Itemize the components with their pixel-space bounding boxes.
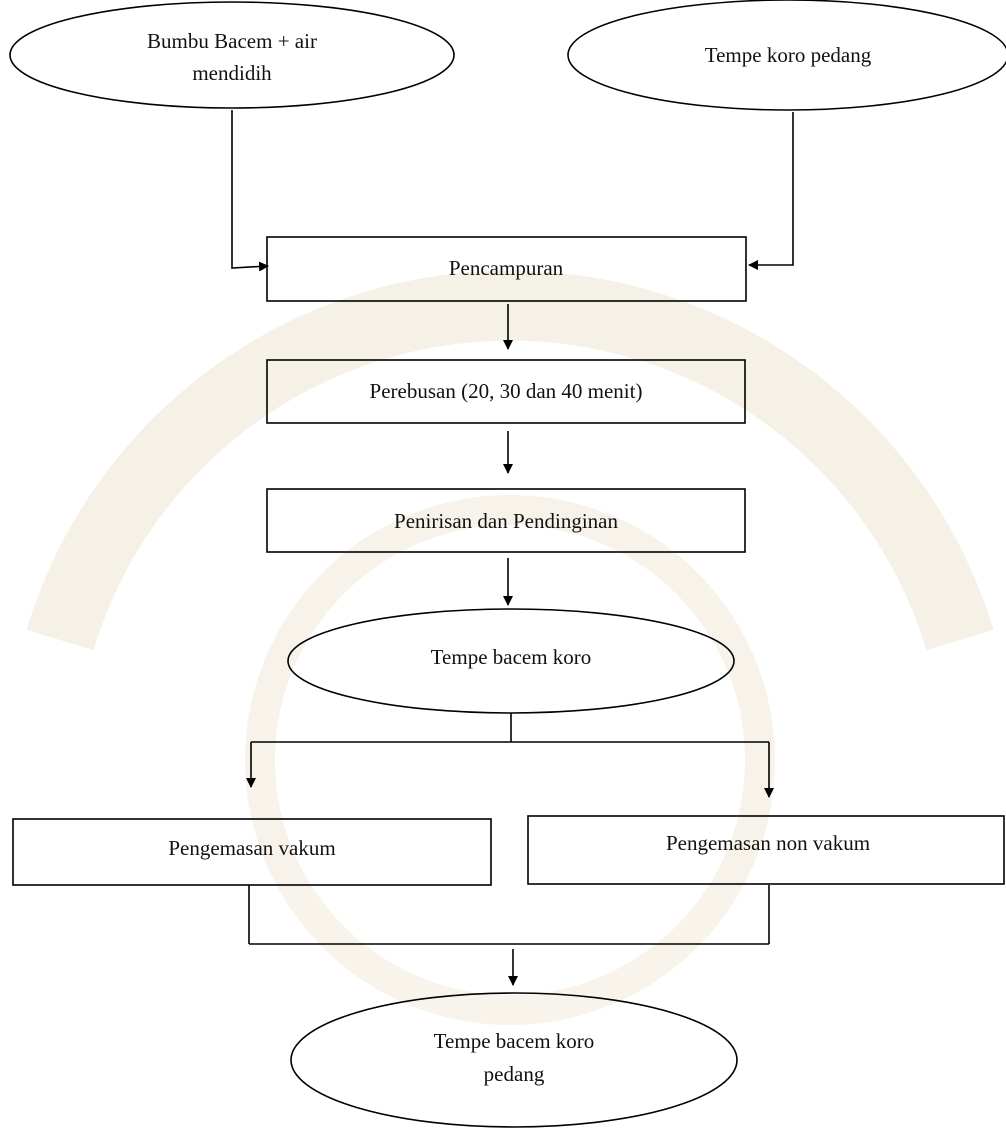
branch-vakum-box — [12, 818, 492, 886]
branch-non-vakum-box — [527, 815, 1005, 885]
step-perebusan-node: Perebusan (20, 30 dan 40 menit) — [266, 359, 746, 424]
intermediate-tempe-bacem-node: Tempe bacem koro — [287, 608, 735, 714]
input-tempe-node: Tempe koro pedang — [567, 0, 1006, 111]
branch-vakum-label: Pengemasan vakum — [168, 836, 335, 860]
bumbu-to-pencampuran-arrow — [231, 110, 269, 272]
input-bumbu-line-2: mendidih — [192, 61, 272, 85]
step-pencampuran-node: Pencampuran — [266, 236, 747, 302]
input-tempe-ellipse — [567, 0, 1006, 111]
step-pencampuran-label: Pencampuran — [449, 256, 564, 280]
branch-vakum-node: Pengemasan vakum — [12, 818, 492, 886]
watermark-ring — [245, 495, 775, 1025]
input-bumbu-ellipse — [9, 1, 455, 109]
output-label-line-2: pedang — [484, 1062, 545, 1086]
watermark — [26, 270, 994, 1025]
output-tempe-bacem-koro-pedang-node: Tempe bacem koro pedang — [290, 992, 738, 1128]
input-bumbu-line-1: Bumbu Bacem + air — [147, 29, 317, 53]
watermark-arc — [26, 270, 994, 651]
input-bumbu-node: Bumbu Bacem + air mendidih — [9, 1, 455, 109]
intermediate-tempe-bacem-label: Tempe bacem koro — [431, 645, 592, 669]
step-penirisan-box — [266, 488, 746, 553]
tempe-to-pencampuran-arrow — [748, 112, 794, 270]
step-perebusan-label: Perebusan (20, 30 dan 40 menit) — [370, 379, 643, 403]
branch-non-vakum-node: Pengemasan non vakum — [527, 815, 1005, 885]
step-perebusan-box — [266, 359, 746, 424]
output-ellipse — [290, 992, 738, 1128]
step-pencampuran-box — [266, 236, 747, 302]
step-penirisan-node: Penirisan dan Pendinginan — [266, 488, 746, 553]
step-penirisan-label: Penirisan dan Pendinginan — [394, 509, 618, 533]
branch-non-vakum-label: Pengemasan non vakum — [666, 831, 870, 855]
input-tempe-label: Tempe koro pedang — [705, 43, 872, 67]
output-label-line-1: Tempe bacem koro — [434, 1029, 595, 1053]
